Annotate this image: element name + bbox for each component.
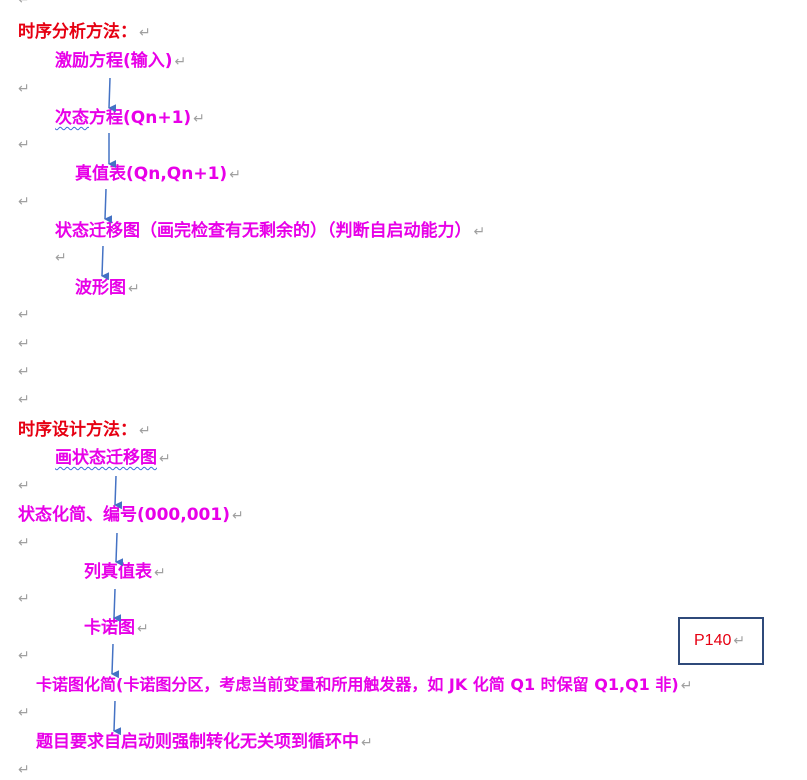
arrow-down-icon (115, 532, 124, 567)
analysis-step-state-diagram: 状态迁移图（画完检查有无剩余的）（判断自启动能力）↵ (55, 221, 486, 241)
analysis-step-excitation-equation: 激励方程(输入)↵ (55, 51, 187, 71)
paragraph-mark: ↵ (18, 591, 30, 607)
analysis-step-truth-table: 真值表(Qn,Qn+1)↵ (75, 164, 241, 184)
design-step-state-reduction: 状态化简、编号(000,001)↵ (18, 505, 244, 525)
paragraph-mark: ↵ (18, 364, 30, 380)
paragraph-mark: ↵ (18, 336, 30, 352)
paragraph-mark: ↵ (55, 250, 67, 266)
arrow-down-icon (101, 245, 110, 281)
analysis-step-waveform: 波形图↵ (75, 278, 140, 298)
page-reference-textbox[interactable]: P140↵ (678, 617, 764, 665)
arrow-down-icon (111, 643, 120, 679)
paragraph-mark: ↵ (18, 81, 30, 97)
paragraph-mark: ↵ (18, 648, 30, 664)
paragraph-mark: ↵ (18, 392, 30, 408)
paragraph-mark: ↵ (18, 307, 30, 323)
page-reference-text: P140↵ (694, 632, 746, 649)
design-step-karnaugh-simplify: 卡诺图化简(卡诺图分区，考虑当前变量和所用触发器，如 JK 化简 Q1 时保留 … (36, 675, 693, 694)
paragraph-mark: ↵ (18, 535, 30, 551)
paragraph-mark: ↵ (18, 194, 30, 210)
design-heading: 时序设计方法：↵ (18, 420, 151, 440)
design-step-self-start: 题目要求自启动则强制转化无关项到循环中↵ (36, 732, 373, 752)
arrow-down-icon (113, 588, 122, 623)
paragraph-mark: ↵ (18, 137, 30, 153)
arrow-down-icon (104, 188, 113, 224)
paragraph-mark: ↵ (18, 762, 30, 778)
paragraph-mark: ↵ (18, 0, 30, 8)
design-step-karnaugh-map: 卡诺图↵ (84, 618, 149, 638)
design-step-truth-table: 列真值表↵ (84, 562, 166, 582)
design-step-draw-state-diagram: 画状态迁移图↵ (55, 448, 171, 468)
analysis-step-next-state-equation: 次态方程(Qn+1)↵ (55, 108, 205, 128)
arrow-down-icon (108, 77, 117, 113)
paragraph-mark: ↵ (18, 478, 30, 494)
paragraph-mark: ↵ (18, 705, 30, 721)
arrow-down-icon (113, 700, 122, 736)
arrow-down-icon (114, 475, 123, 510)
analysis-heading: 时序分析方法：↵ (18, 22, 151, 42)
